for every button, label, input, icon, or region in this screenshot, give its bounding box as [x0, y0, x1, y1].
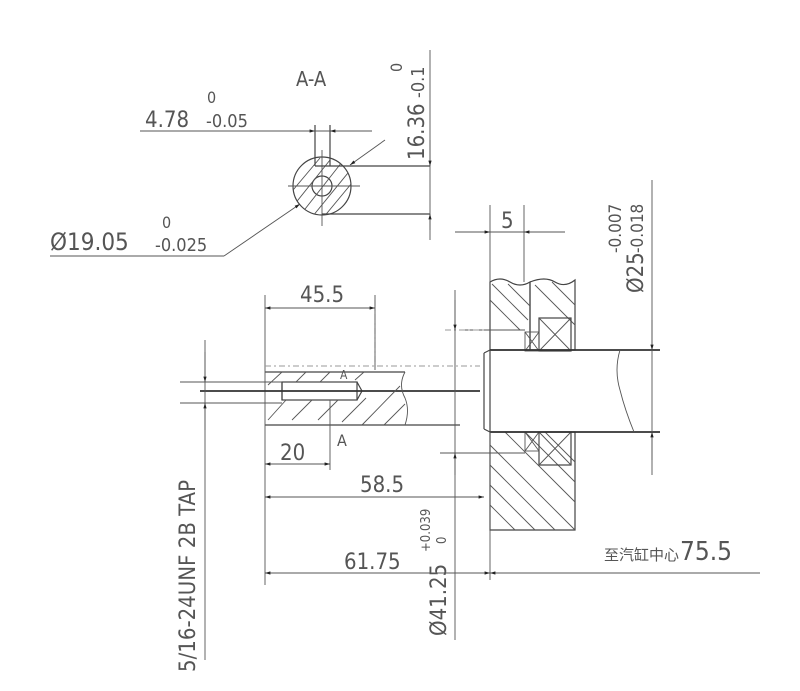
- key-length-label: 45.5: [300, 283, 344, 308]
- thread-spec-label: 5/16-24UNF 2B TAP: [176, 480, 201, 672]
- flange-diameter-upper: +0.039: [419, 509, 434, 552]
- to-cylinder-center-label: 至汽缸中心: [604, 546, 679, 564]
- section-label: A-A: [296, 67, 327, 91]
- keyway-width-upper: 0: [207, 88, 216, 107]
- flange-diameter-lower: 0: [435, 537, 450, 544]
- housing-section: [460, 278, 576, 531]
- flange-diameter-value: Ø41.25: [427, 564, 452, 636]
- shaft-diameter-lower: -0.025: [155, 235, 207, 256]
- shaft-body: [200, 295, 660, 585]
- length-to-face-label: 58.5: [360, 473, 404, 498]
- shaft-diameter-upper: 0: [162, 213, 171, 232]
- to-cylinder-center-value: 75.5: [680, 537, 732, 567]
- dimension-lines: [180, 180, 760, 660]
- key-depth-value: 16.36: [405, 103, 430, 160]
- section-marker-top: A: [340, 368, 348, 382]
- bearing-diameter-lower: -0.018: [628, 204, 648, 253]
- keyway-width-lower: -0.05: [206, 111, 248, 132]
- length-total-label: 61.75: [344, 550, 401, 575]
- section-view-a-a: [50, 50, 432, 257]
- section-marker-bottom: A: [337, 431, 347, 450]
- shaft-diameter-value: Ø19.05: [50, 228, 129, 256]
- key-start-label: 20: [280, 441, 305, 466]
- bearing-diameter-value: Ø25: [624, 252, 649, 293]
- keyway-width-value: 4.78: [145, 108, 189, 133]
- bearing-offset-label: 5: [501, 209, 514, 234]
- key-depth-lower: -0.1: [408, 66, 429, 98]
- key-depth-upper: 0: [387, 63, 406, 72]
- bearing-diameter-upper: -0.007: [606, 204, 626, 253]
